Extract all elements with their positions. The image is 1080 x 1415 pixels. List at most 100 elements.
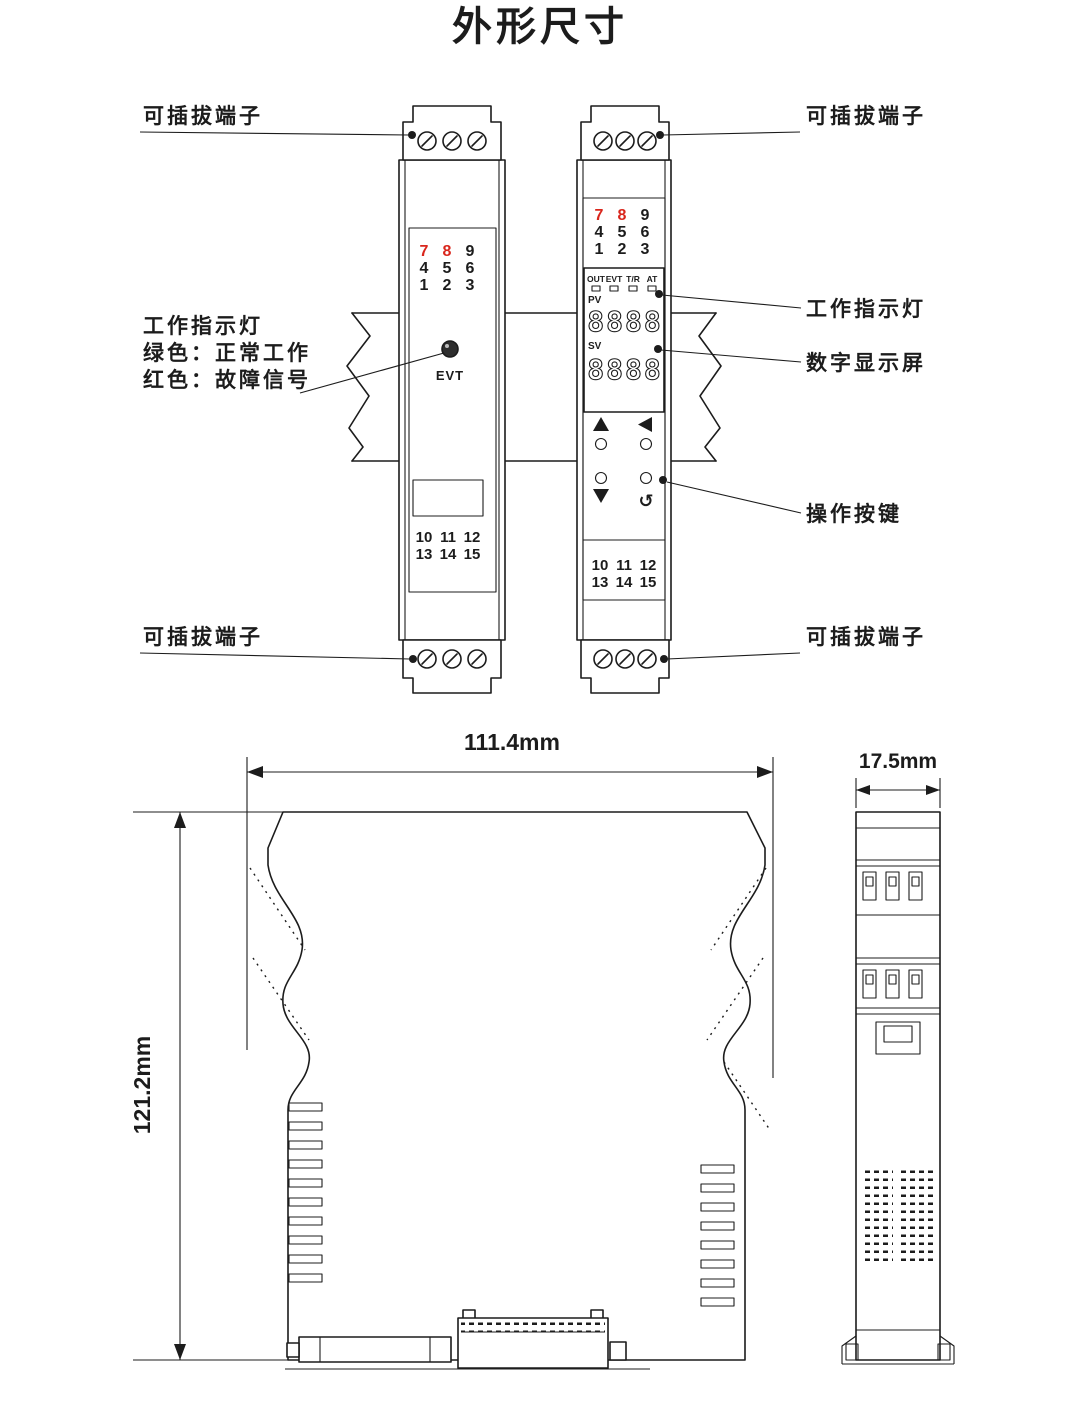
loop-arrow-icon[interactable]: ↺ [638, 491, 653, 511]
terminal-number: 10 [416, 529, 433, 546]
up-arrow-icon[interactable] [593, 417, 609, 431]
terminal-number: 2 [618, 241, 627, 258]
vent-grille [861, 1166, 893, 1266]
terminal-number: 9 [641, 207, 650, 224]
terminal-number: 6 [641, 224, 650, 241]
callout-bottom-left-terminal: 可插拔端子 [139, 625, 417, 663]
terminal-screw-icon [593, 131, 613, 151]
leader-dot [656, 131, 664, 139]
terminal-number: 8 [618, 207, 627, 224]
terminal-number: 2 [443, 277, 452, 294]
callout-label: 绿色：正常工作 [143, 341, 311, 365]
dimension-arrowhead [174, 1344, 186, 1360]
terminal-number: 7 [595, 207, 604, 224]
terminal-number: 1 [420, 277, 429, 294]
operation-keys: ↺ [593, 417, 654, 511]
sv-seven-segment-display: 8888 [587, 353, 662, 386]
terminal-screw-icon [442, 649, 462, 669]
terminal-number: 4 [595, 224, 604, 241]
page-title: 外形尺寸 [452, 5, 628, 49]
right-device-body [576, 159, 672, 641]
left-arrow-icon[interactable] [638, 417, 652, 432]
terminal-number: 7 [420, 243, 429, 260]
din-rail [346, 312, 722, 462]
dimension-arrowhead [856, 785, 870, 795]
terminal-number: 15 [640, 574, 657, 591]
terminal-number: 3 [641, 241, 650, 258]
leader-dot [408, 131, 416, 139]
terminal-number: 9 [466, 243, 475, 260]
terminal-number: 6 [466, 260, 475, 277]
evt-status-led [441, 340, 459, 358]
width-dimension-label: 111.4mm [464, 729, 560, 755]
leader-dot [655, 290, 663, 298]
callout-bottom-right-terminal: 可插拔端子 [660, 625, 923, 663]
left-device-front-view: 7 8 9 4 5 6 1 2 3 EVT 10 11 12 13 14 15 [398, 105, 506, 694]
evt-label: EVT [436, 368, 464, 383]
rail-break-left [346, 312, 371, 462]
callout-label: 工作指示灯 [806, 297, 926, 321]
callout-digital-display: 数字显示屏 [654, 345, 923, 375]
callout-label: 操作按键 [806, 502, 902, 526]
status-label: OUT [587, 274, 606, 284]
depth-dimension-label: 17.5mm [859, 750, 937, 773]
terminal-number: 11 [440, 529, 456, 546]
evt-led-highlight [445, 344, 449, 348]
status-led-icon [591, 285, 601, 292]
left-key-button[interactable] [639, 437, 653, 451]
status-label: T/R [626, 274, 640, 284]
terminal-number: 5 [618, 224, 627, 241]
loop-key-button[interactable] [639, 471, 653, 485]
terminal-number: 14 [440, 546, 457, 563]
leader-dot [654, 345, 662, 353]
hidden-claw-line [249, 867, 306, 951]
rail-hook [937, 1343, 951, 1361]
status-led-icon [609, 285, 619, 292]
digital-display-module: OUT EVT T/R AT PV 8888 SV 8888 [583, 267, 665, 413]
terminal-screw-icon [467, 131, 487, 151]
terminal-screw-icon [442, 131, 462, 151]
bus-connector [457, 1309, 609, 1369]
narrow-front-view-drawing [841, 811, 955, 1365]
dimension-arrowhead [926, 785, 940, 795]
terminal-number: 13 [416, 546, 433, 563]
terminal-number: 4 [420, 260, 429, 277]
callout-top-right-terminal: 可插拔端子 [656, 104, 923, 139]
rail-foot [609, 1341, 627, 1361]
label-window [412, 479, 484, 517]
down-arrow-icon[interactable] [593, 489, 609, 503]
hidden-claw-line [252, 957, 310, 1041]
terminal-screw-icon [637, 649, 657, 669]
hidden-claw-line [706, 957, 764, 1041]
leader-dot [409, 655, 417, 663]
front-view-body [855, 811, 941, 1361]
terminal-number: 11 [616, 557, 632, 574]
callout-work-indicator-left: 工作指示灯 绿色：正常工作 红色：故障信号 [143, 314, 445, 394]
terminal-number: 12 [640, 557, 657, 574]
down-key-button[interactable] [594, 471, 608, 485]
callout-label: 可插拔端子 [143, 104, 263, 128]
terminal-screw-icon [467, 649, 487, 669]
terminal-number: 1 [595, 241, 604, 258]
terminal-screw-icon [615, 649, 635, 669]
pv-label: PV [588, 295, 602, 306]
status-label: AT [647, 274, 659, 284]
left-device-front-panel [408, 227, 497, 593]
right-device-front-view: 7 8 9 4 5 6 1 2 3 OUT EVT T/R AT PV 8888… [576, 105, 672, 694]
terminal-number: 14 [616, 574, 633, 591]
terminal-screw-icon [637, 131, 657, 151]
vent-grille [899, 1166, 933, 1266]
terminal-number: 12 [464, 529, 481, 546]
terminal-screw-icon [417, 131, 437, 151]
callout-label: 可插拔端子 [143, 625, 263, 649]
housing-outline [267, 811, 766, 1361]
status-led-icon [647, 285, 657, 292]
callout-label: 红色：故障信号 [143, 368, 311, 392]
callout-label: 工作指示灯 [143, 314, 263, 338]
left-device-body [398, 159, 506, 641]
up-key-button[interactable] [594, 437, 608, 451]
terminal-number: 5 [443, 260, 452, 277]
terminal-screw-icon [615, 131, 635, 151]
rail-break-right [698, 312, 722, 462]
